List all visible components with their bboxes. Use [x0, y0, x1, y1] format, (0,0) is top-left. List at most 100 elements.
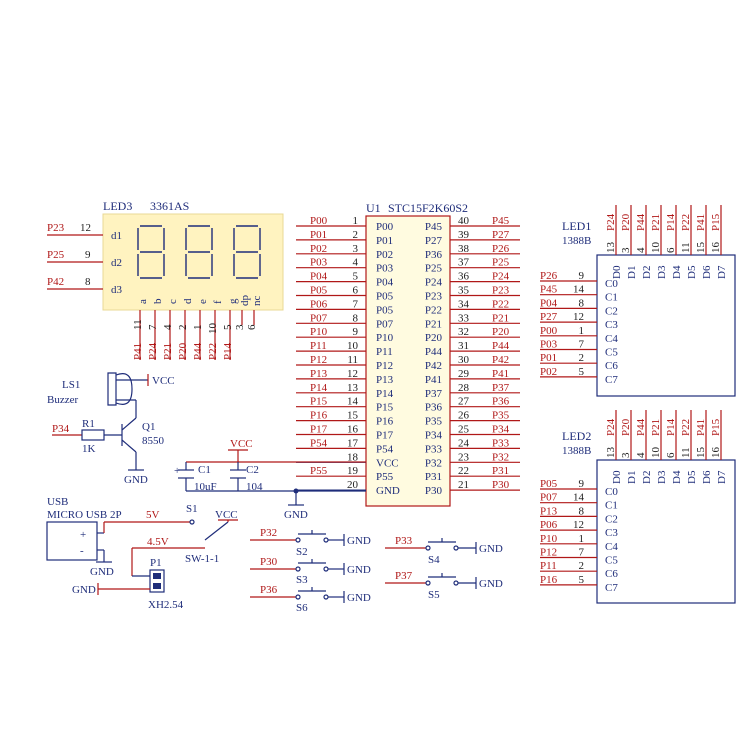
- c2-value: 104: [246, 481, 263, 493]
- pin-net: P23: [47, 222, 65, 234]
- pin-number: 10: [347, 340, 359, 352]
- pin-name: D0: [611, 470, 623, 484]
- pin-net: P26: [540, 270, 558, 282]
- pin-net: P14: [310, 382, 328, 394]
- pin-net: P22: [492, 298, 509, 310]
- switch-s1: S1: [186, 503, 198, 515]
- transistor-icon: [121, 417, 137, 453]
- pin-name: g: [227, 298, 239, 304]
- led3-seg-pin: g 5 P14: [222, 298, 239, 360]
- pin-net: P05: [310, 285, 328, 297]
- button-net: P32: [260, 527, 277, 539]
- pin-net: P16: [540, 574, 558, 586]
- pin-name: P41: [425, 374, 442, 386]
- button-ref: S4: [428, 554, 440, 566]
- pin-net: P02: [310, 243, 327, 255]
- caps-gnd: GND: [284, 509, 308, 521]
- pin-number: 16: [710, 447, 722, 459]
- pin-number: 13: [605, 447, 617, 459]
- pin-name: D1: [626, 266, 638, 279]
- button-gnd: GND: [347, 564, 371, 576]
- pin-net: P27: [492, 229, 510, 241]
- led3-digit-pin: P25 9 d2: [47, 249, 122, 269]
- pin-name: P30: [425, 485, 443, 497]
- led3-part: 3361AS: [150, 199, 189, 213]
- decoupling-caps: VCC + C1 C2 10uF 104 GND: [174, 438, 366, 521]
- button-gnd: GND: [479, 578, 503, 590]
- pin-name: C4: [605, 333, 618, 345]
- pin-net: P31: [492, 465, 509, 477]
- pin-number: 16: [710, 242, 722, 254]
- push-buttons: P32 GND S2 P30 GND S3 P36: [250, 527, 503, 614]
- pin-number: 14: [347, 396, 359, 408]
- pin-net: P03: [540, 339, 558, 351]
- pin-number: 12: [573, 519, 584, 531]
- pin-net: P04: [310, 271, 328, 283]
- pin-number: 21: [458, 479, 469, 491]
- pin-net: P21: [162, 343, 174, 360]
- led3-display: LED3 3361AS P23 12 d1 P25 9 d2: [47, 199, 284, 360]
- pin-name: P42: [425, 360, 442, 372]
- pin-name: P23: [425, 291, 443, 303]
- pin-number: 2: [353, 229, 359, 241]
- pin-name: P34: [425, 430, 443, 442]
- led3-seg-pin: dp 3: [234, 295, 251, 331]
- pin-net: P15: [310, 396, 328, 408]
- pin-number: 32: [458, 326, 469, 338]
- pin-name: P35: [425, 416, 443, 428]
- led3-ref: LED3: [103, 199, 132, 213]
- pin-name: P55: [376, 471, 394, 483]
- pin-name: VCC: [376, 457, 399, 469]
- pin-number: 9: [353, 326, 359, 338]
- pin-number: 5: [579, 574, 585, 586]
- pin-net: P15: [710, 418, 722, 436]
- pin-name: P32: [425, 457, 442, 469]
- pin-net: P17: [310, 424, 328, 436]
- pin-net: P10: [310, 326, 328, 338]
- pin-net: P27: [540, 311, 558, 323]
- pin-number: 1: [579, 533, 585, 545]
- pin-net: P55: [310, 465, 328, 477]
- pin-name: P13: [376, 374, 394, 386]
- pin-net: P20: [492, 326, 510, 338]
- pin-number: 9: [579, 270, 585, 282]
- pin-name: d1: [111, 230, 122, 242]
- pin-net: P32: [492, 451, 509, 463]
- switch-name: SW-1-1: [185, 553, 219, 565]
- led3-seg-pin: d 2 P20: [177, 298, 194, 360]
- caps-vcc: VCC: [230, 438, 253, 450]
- pin-number: 15: [347, 410, 359, 422]
- pin-number: 26: [458, 410, 470, 422]
- c1-value: 10uF: [194, 481, 217, 493]
- buzzer-name: Buzzer: [47, 394, 78, 406]
- pin-number: 10: [207, 323, 219, 335]
- pin-net: P25: [492, 257, 510, 269]
- usb-5v: 5V: [146, 509, 160, 521]
- pin-number: 1: [579, 325, 585, 337]
- led1-matrix: LED1 1388B P2413D0P203D1P444D2P2110D3P14…: [540, 205, 736, 397]
- led1-column-pins: P2413D0P203D1P444D2P2110D3P146D4P2211D5P…: [605, 205, 728, 279]
- usb-title: USB: [47, 496, 68, 508]
- pin-net: P06: [540, 519, 558, 531]
- pin-name: nc: [251, 296, 263, 307]
- pin-number: 36: [458, 271, 470, 283]
- button-s5: P37 GND S5: [385, 570, 503, 601]
- pin-net: P01: [310, 229, 327, 241]
- pin-name: P04: [376, 277, 394, 289]
- led3-seg-pin: nc 6: [246, 296, 263, 331]
- pin-net: P22: [680, 419, 692, 436]
